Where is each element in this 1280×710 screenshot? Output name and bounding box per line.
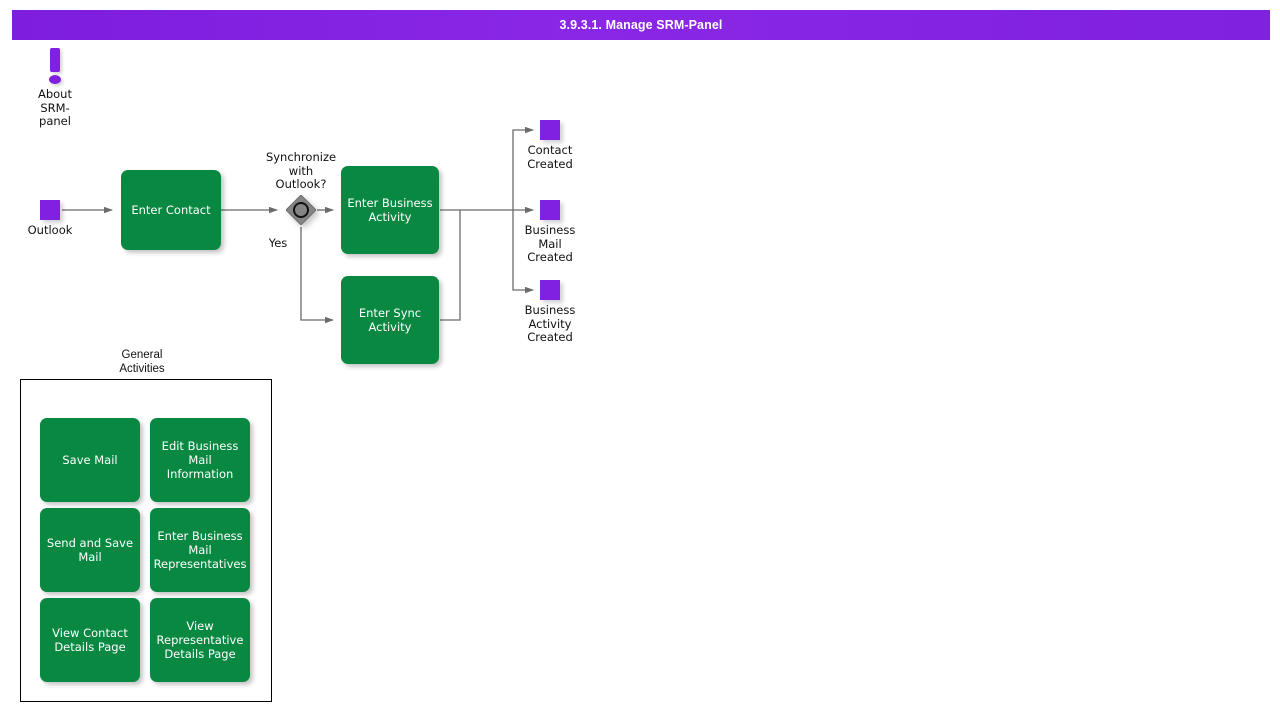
task-label: View Contact Details Page	[52, 626, 128, 654]
task-label: View Representative Details Page	[156, 619, 244, 661]
end-event-label: Contact Created	[527, 143, 573, 171]
page-title-bar: 3.9.3.1. Manage SRM-Panel	[12, 10, 1270, 40]
group-title-general-activities: General Activities	[119, 349, 165, 375]
task-label: Save Mail	[62, 453, 118, 467]
gateway-branch-label-yes: Yes	[268, 236, 288, 250]
task-enter-sync-activity[interactable]: Enter Sync Activity	[341, 276, 439, 364]
task-label: Enter Business Mail Representatives	[153, 529, 247, 571]
event-square-icon	[540, 280, 560, 300]
task-send-and-save-mail[interactable]: Send and Save Mail	[40, 508, 140, 592]
end-event-business-mail-created[interactable]: Business Mail Created	[522, 200, 578, 265]
task-save-mail[interactable]: Save Mail	[40, 418, 140, 502]
flow-sync-activity-to-trunk	[440, 210, 461, 321]
about-srm-panel-annotation[interactable]: About SRM- panel	[22, 48, 88, 129]
event-square-icon	[40, 200, 60, 220]
start-event-label: Outlook	[27, 223, 73, 237]
about-srm-panel-label: About SRM- panel	[37, 87, 72, 128]
task-enter-business-activity[interactable]: Enter Business Activity	[341, 166, 439, 254]
end-event-contact-created[interactable]: Contact Created	[522, 120, 578, 171]
event-square-icon	[540, 120, 560, 140]
gateway-question-label: Synchronize with Outlook?	[265, 150, 337, 191]
task-view-contact-details-page[interactable]: View Contact Details Page	[40, 598, 140, 682]
end-event-label: Business Activity Created	[524, 303, 576, 344]
exclamation-bar	[50, 48, 60, 72]
task-label: Send and Save Mail	[46, 536, 134, 564]
task-label: Enter Business Activity	[347, 196, 433, 224]
task-enter-business-mail-representatives[interactable]: Enter Business Mail Representatives	[150, 508, 250, 592]
task-label: Enter Sync Activity	[358, 306, 422, 334]
event-square-icon	[540, 200, 560, 220]
start-event-outlook[interactable]: Outlook	[22, 200, 78, 238]
task-label: Enter Contact	[131, 203, 211, 217]
task-label: Edit Business Mail Information	[161, 439, 239, 481]
event-based-gateway-icon[interactable]	[286, 195, 316, 225]
task-view-representative-details-page[interactable]: View Representative Details Page	[150, 598, 250, 682]
task-edit-business-mail-information[interactable]: Edit Business Mail Information	[150, 418, 250, 502]
page-title: 3.9.3.1. Manage SRM-Panel	[559, 18, 723, 32]
exclamation-dot	[49, 75, 61, 84]
task-enter-contact[interactable]: Enter Contact	[121, 170, 221, 250]
flow-gateway-yes-to-enter-sync-activity	[300, 227, 334, 324]
exclamation-icon	[46, 48, 64, 86]
end-event-label: Business Mail Created	[524, 223, 576, 264]
end-event-business-activity-created[interactable]: Business Activity Created	[522, 280, 578, 345]
group-frame-general-activities	[20, 379, 272, 702]
